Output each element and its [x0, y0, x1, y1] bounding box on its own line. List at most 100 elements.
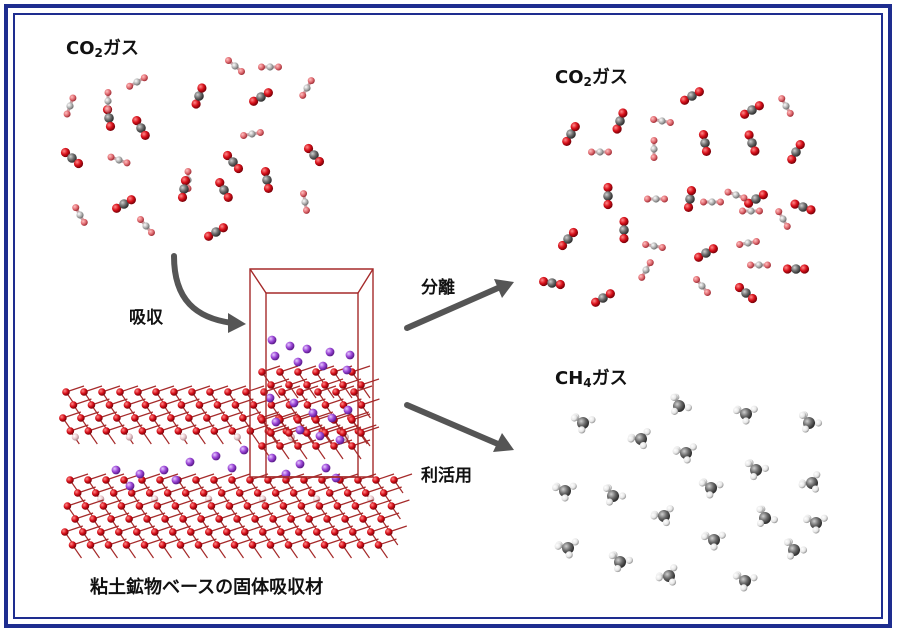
oxygen-atom — [235, 489, 244, 497]
potassium-atom — [335, 435, 345, 445]
hydrogen-atom — [554, 542, 562, 550]
oxygen-atom — [267, 429, 275, 437]
hydrogen-atom — [666, 505, 674, 513]
potassium-atom — [267, 335, 277, 345]
oxygen-atom — [269, 515, 277, 523]
potassium-atom — [345, 350, 355, 360]
hydrogen-atom — [701, 532, 709, 541]
oxygen-atom — [167, 414, 175, 422]
carbon-atom — [698, 282, 706, 290]
hydrogen-atom — [716, 481, 724, 489]
oxygen-atom — [680, 95, 690, 105]
carbon-atom — [708, 198, 716, 206]
oxygen-atom — [275, 63, 282, 71]
oxygen-atom — [312, 442, 320, 450]
co2-molecule — [790, 199, 816, 215]
co2-molecule — [700, 198, 724, 206]
oxygen-atom — [305, 515, 313, 523]
oxygen-atom — [113, 414, 121, 422]
oxygen-atom — [758, 190, 768, 200]
oxygen-atom — [330, 368, 338, 376]
carbon-atom — [547, 278, 557, 288]
carbon-atom — [750, 464, 762, 476]
oxygen-atom — [102, 427, 111, 435]
oxygen-atom — [84, 476, 92, 484]
oxygen-atom — [658, 243, 666, 251]
oxygen-atom — [218, 223, 228, 233]
oxygen-atom — [249, 96, 259, 106]
oxygen-atom — [287, 515, 295, 523]
carbon-atom — [798, 202, 808, 212]
co2-molecule — [126, 74, 148, 90]
oxygen-atom — [243, 502, 252, 510]
utilize-label: 利活用 — [421, 466, 472, 486]
oxygen-atom — [605, 148, 612, 156]
carbon-atom — [596, 148, 604, 156]
oxygen-atom — [612, 124, 622, 134]
oxygen-atom — [253, 489, 262, 497]
oxygen-atom — [267, 381, 275, 389]
ch4-molecule — [744, 459, 769, 481]
oxygen-atom — [249, 401, 258, 409]
carbon-atom — [705, 482, 717, 494]
carbon-atom — [309, 150, 319, 160]
co2-molecule — [638, 259, 654, 281]
oxygen-atom — [619, 233, 629, 244]
oxygen-atom — [104, 541, 113, 549]
carbon-atom — [751, 194, 761, 204]
oxygen-atom — [181, 489, 190, 497]
ch4-molecule — [756, 505, 778, 527]
oxygen-atom — [258, 368, 266, 376]
carbon-atom — [104, 113, 114, 123]
oxygen-atom — [619, 216, 629, 227]
co2-molecule — [137, 215, 155, 237]
outer-frame — [4, 4, 892, 628]
potassium-atom — [111, 465, 121, 475]
carbon-atom — [744, 239, 752, 247]
oxygen-atom — [109, 489, 118, 497]
hydrogen-atom — [750, 405, 758, 413]
oxygen-atom — [59, 414, 67, 422]
potassium-atom — [270, 351, 280, 361]
hydrogen-atom — [718, 531, 726, 539]
co2-molecule — [650, 116, 674, 126]
ch4-molecule — [672, 443, 697, 464]
oxygen-atom — [300, 476, 308, 484]
separate-label: 分離 — [421, 278, 455, 298]
ch4-molecule — [602, 484, 627, 506]
carbon-atom — [642, 266, 650, 274]
hydrogen-atom — [740, 584, 748, 592]
oxygen-atom — [256, 129, 264, 137]
oxygen-atom — [568, 227, 579, 238]
hydrogen-atom — [761, 464, 769, 472]
co2-molecule — [612, 108, 628, 134]
oxygen-atom — [79, 528, 87, 536]
oxygen-atom — [87, 401, 96, 409]
oxygen-atom — [260, 167, 271, 177]
co2-molecule — [744, 130, 760, 156]
carbon-atom — [687, 91, 697, 101]
co2-molecule — [734, 282, 758, 304]
co2-molecules-right — [539, 87, 816, 307]
co2-molecule — [204, 223, 228, 241]
co2-molecule — [112, 195, 136, 213]
carbon-atom — [228, 157, 238, 167]
oxygen-atom — [795, 140, 805, 150]
oxygen-atom — [750, 146, 760, 156]
carbon-atom — [700, 138, 710, 148]
co2-molecule — [680, 87, 704, 105]
hydrogen-atom — [602, 484, 611, 492]
potassium-atom — [211, 451, 221, 461]
hydrogen-atom — [672, 447, 680, 455]
oxygen-atom — [63, 110, 71, 118]
oxygen-atom — [331, 528, 339, 536]
oxygen-atom — [171, 502, 180, 510]
oxygen-atom — [276, 442, 284, 450]
potassium-atom — [185, 457, 195, 467]
carbon-atom — [76, 211, 84, 219]
co2-molecule — [102, 105, 116, 131]
oxygen-atom — [188, 388, 196, 396]
oxygen-atom — [112, 203, 122, 213]
oxygen-atom — [239, 414, 247, 422]
carbon-atom — [248, 130, 256, 138]
